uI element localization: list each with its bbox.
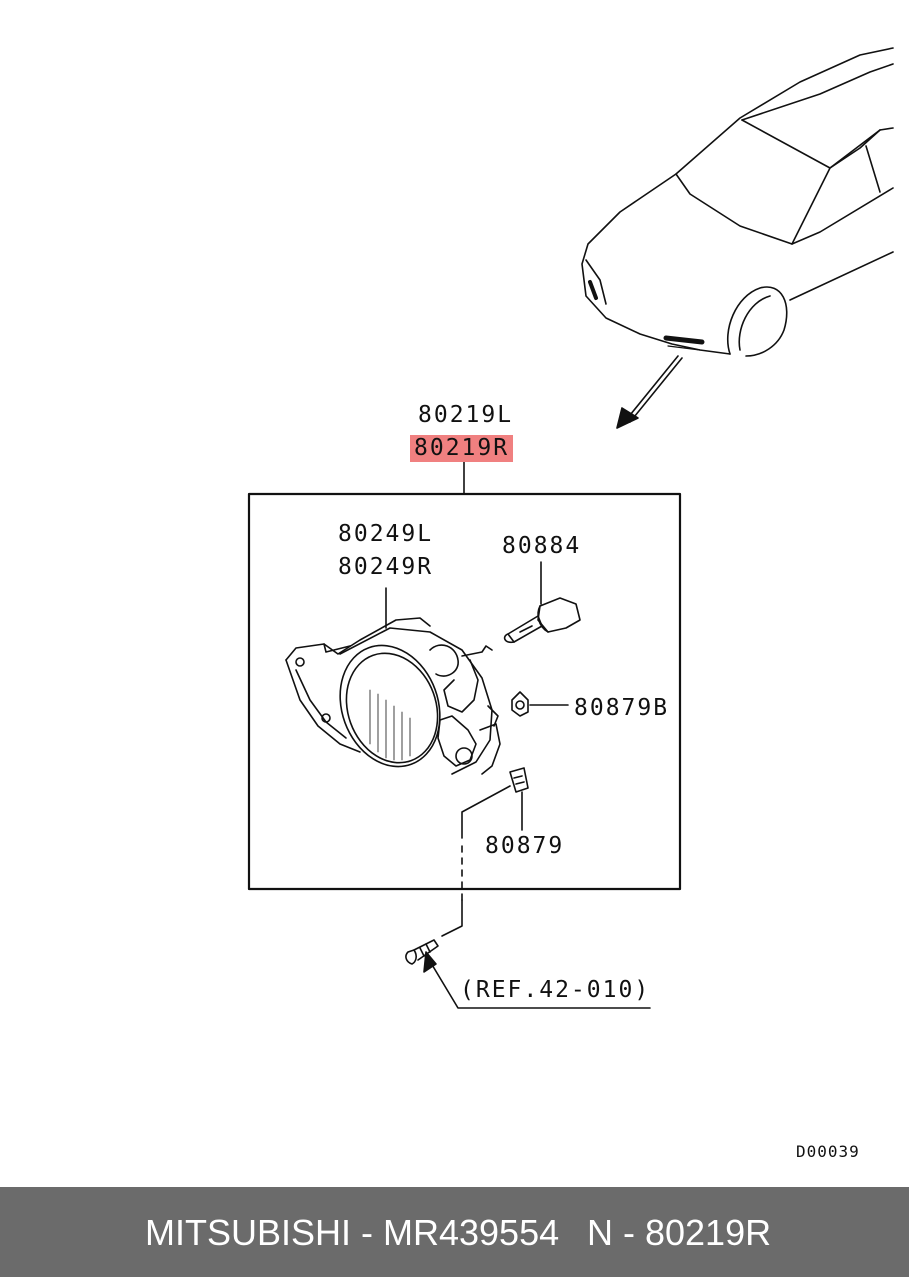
assembly-box <box>247 492 682 891</box>
pointer-arrow <box>616 355 683 429</box>
bulb-illustration <box>503 597 581 644</box>
diagram-code: D00039 <box>796 1142 860 1161</box>
parts-diagram <box>247 47 894 1009</box>
grommet-label: 80879B <box>574 695 670 721</box>
bulb-label: 80884 <box>502 533 582 559</box>
footer-brand-part: MITSUBISHI - MR439554 <box>145 1212 560 1253</box>
clip-label: 80879 <box>485 833 565 859</box>
footer-bar: MITSUBISHI - MR439554 N - 80219R <box>0 1187 909 1277</box>
assembly-label-left: 80219L <box>418 402 514 428</box>
fog-lamp-illustration <box>285 617 501 775</box>
car-illustration <box>581 47 894 357</box>
screw-connection <box>441 785 511 937</box>
grommet-illustration <box>511 691 529 717</box>
lamp-label-left: 80249L <box>338 521 434 547</box>
screw-illustration <box>405 939 439 965</box>
clip-illustration <box>509 767 529 793</box>
footer-ref-part: N - 80219R <box>587 1212 772 1253</box>
assembly-label-right: 80219R <box>410 435 514 462</box>
ref-leader <box>423 951 651 1009</box>
ref-label: (REF.42-010) <box>460 977 651 1003</box>
lamp-label-right: 80249R <box>338 554 434 580</box>
